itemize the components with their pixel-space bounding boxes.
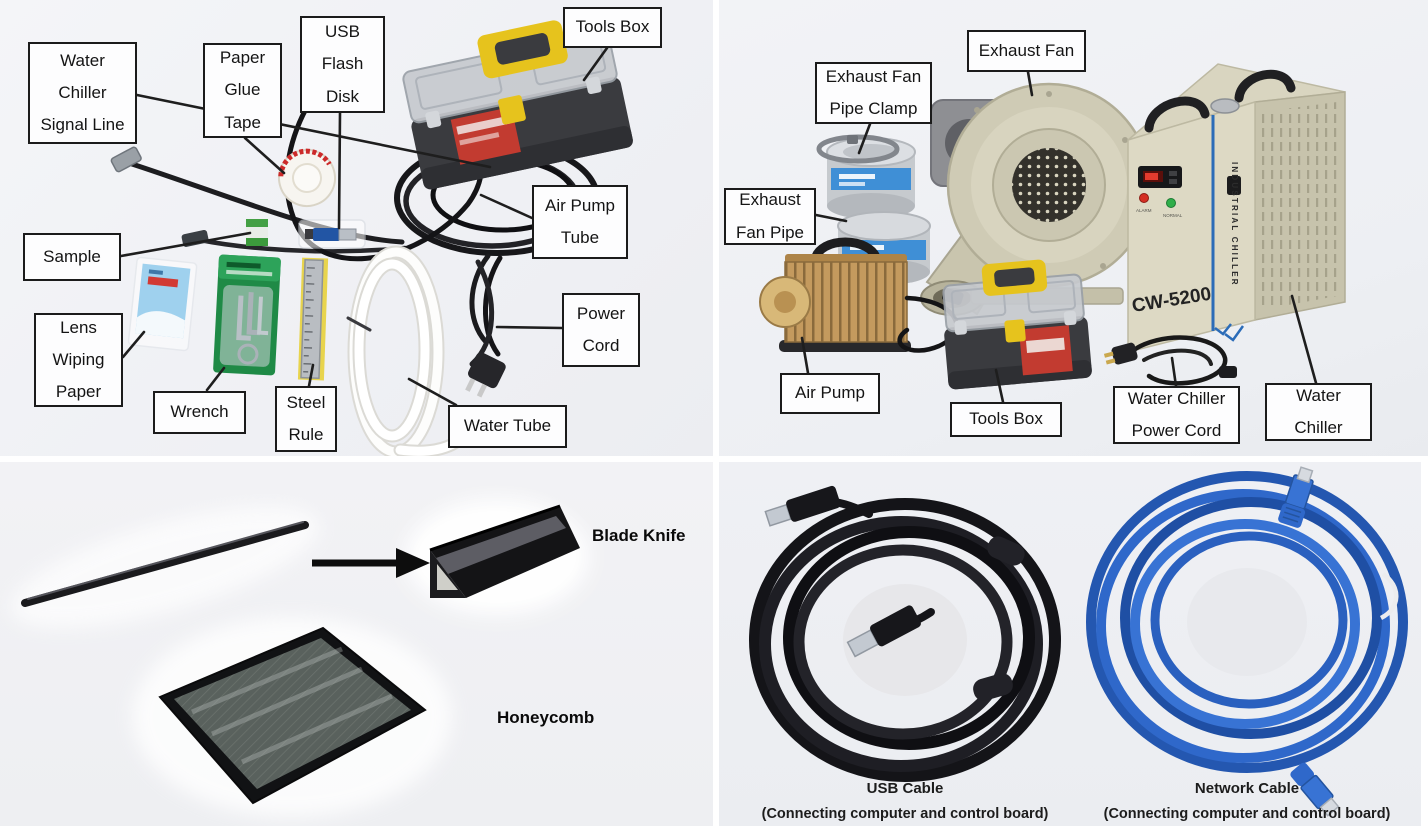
chiller-normal-label: NORMAL: [1163, 213, 1183, 218]
air-pump-photo: [759, 237, 964, 353]
power-cord-photo: [465, 253, 506, 398]
callout-tools-box-2: Tools Box: [950, 402, 1062, 437]
panel-blade-honeycomb: Blade Knife Honeycomb: [0, 462, 713, 826]
network-cable-title: Network Cable: [1194, 780, 1300, 797]
callout-usb-flash-disk: USB Flash Disk: [300, 16, 385, 113]
callout-water-tube: Water Tube: [448, 405, 567, 448]
leader-lines: [800, 70, 1318, 404]
callout-water-chiller-power-cord: Water Chiller Power Cord: [1113, 386, 1240, 444]
exhaust-fan-pipe-clamp-photo: [816, 134, 900, 164]
callout-exhaust-fan-pipe-clamp: Exhaust Fan Pipe Clamp: [815, 62, 932, 124]
usb-cable-photo: [749, 485, 1061, 782]
leader-lines: [119, 46, 609, 407]
usb-cable-subtitle: (Connecting computer and control board): [761, 806, 1049, 822]
usb-connector-icon: [846, 605, 921, 658]
usb-connector-icon: [764, 485, 841, 527]
usb-flash-disk-photo: [298, 219, 366, 249]
arrow-right-icon: [312, 548, 430, 578]
chiller-logo-icon: [1214, 323, 1245, 342]
callout-exhaust-fan-pipe: Exhaust Fan Pipe: [724, 188, 816, 245]
callout-tools-box: Tools Box: [563, 7, 662, 48]
panel-divider-vertical: [713, 0, 719, 826]
callout-paper-glue-tape: Paper Glue Tape: [203, 43, 282, 138]
steel-rule-photo: [297, 257, 329, 381]
callout-wrench: Wrench: [153, 391, 246, 434]
blade-knife-closeup-photo: [429, 504, 580, 598]
label-blade-knife: Blade Knife: [592, 526, 686, 545]
panel-cables: USB Cable (Connecting computer and contr…: [719, 462, 1421, 826]
callout-air-pump: Air Pump: [780, 373, 880, 414]
callout-water-chiller: Water Chiller: [1265, 383, 1372, 441]
callout-steel-rule: Steel Rule: [275, 386, 337, 452]
paper-glue-tape-photo: [278, 148, 336, 207]
rj45-connector-icon: [1290, 762, 1340, 817]
wrench-photo: [213, 254, 281, 376]
sample-photo: [246, 219, 268, 246]
chiller-side-text: INDUSTRIAL CHILLER: [1230, 162, 1239, 287]
panel-divider-horizontal: [0, 456, 1428, 462]
water-chiller-photo: ALARM NORMAL INDUSTRIAL CHILLER CW-5200: [1127, 63, 1346, 353]
honeycomb-photo: [158, 626, 427, 805]
machine-accessories-photo: ALARM NORMAL INDUSTRIAL CHILLER CW-5200: [759, 63, 1346, 404]
chiller-alarm-label: ALARM: [1136, 208, 1152, 213]
lens-wiping-paper-photo: [127, 256, 198, 352]
callout-exhaust-fan: Exhaust Fan: [967, 30, 1086, 72]
network-cable-subtitle: (Connecting computer and control board): [1103, 806, 1391, 822]
callout-water-chiller-signal-line: Water Chiller Signal Line: [28, 42, 137, 144]
ferrite-bead: [973, 673, 1013, 701]
rj45-connector-icon: [1278, 466, 1314, 528]
callout-lens-wiping-paper: Lens Wiping Paper: [34, 313, 123, 407]
cable-tie: [1379, 572, 1399, 621]
panel-machine-accessories: ALARM NORMAL INDUSTRIAL CHILLER CW-5200: [719, 0, 1428, 456]
water-chiller-power-cord-photo: [1103, 335, 1237, 386]
callout-air-pump-tube: Air Pump Tube: [532, 185, 628, 259]
blade-knife-rod-photo: [21, 521, 309, 607]
usb-cable-title: USB Cable: [866, 780, 944, 797]
ferrite-bead: [987, 536, 1025, 566]
cables-photo: [749, 466, 1408, 817]
panel-kit-accessories: Water Chiller Signal Line Paper Glue Tap…: [0, 0, 713, 456]
network-cable-photo: [1086, 466, 1408, 817]
callout-sample: Sample: [23, 233, 121, 281]
label-honeycomb: Honeycomb: [497, 708, 595, 727]
tools-box-photo: [942, 259, 1092, 390]
right-edge-margin: [1421, 462, 1428, 826]
blade-honeycomb-photo: [10, 499, 589, 817]
callout-power-cord: Power Cord: [562, 293, 640, 367]
